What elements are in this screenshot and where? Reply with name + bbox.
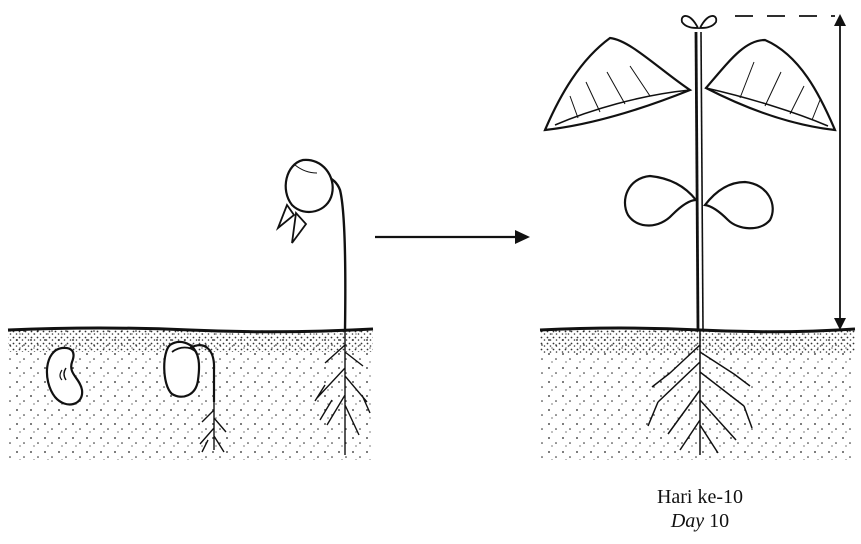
caption-day-ms: Hari ke-10 bbox=[600, 486, 800, 509]
caption-day-en: Day 10 bbox=[600, 510, 800, 533]
caption-day-number: 10 bbox=[709, 510, 729, 532]
caption-day-word: Day bbox=[671, 510, 704, 532]
progress-arrow bbox=[375, 230, 530, 244]
